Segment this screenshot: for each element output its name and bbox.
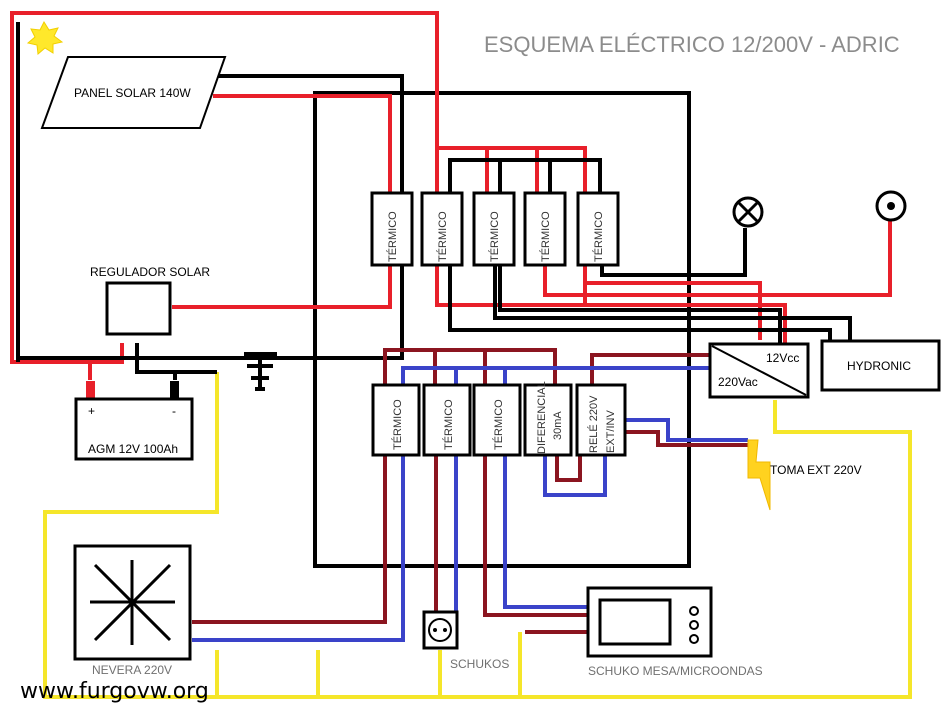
breaker-dc-1: TÉRMICO: [370, 191, 414, 267]
ac-breakers: TÉRMICO TÉRMICO TÉRMICO DIFERENCIAL 30mA…: [371, 381, 627, 457]
breaker-ac-2: TÉRMICO: [422, 383, 472, 457]
breaker-label: TÉRMICO: [386, 211, 399, 262]
breaker-label: TÉRMICO: [539, 211, 552, 262]
sun-icon: [26, 20, 64, 55]
battery-plus: +: [88, 404, 95, 418]
ac-neutral-wires: [192, 366, 748, 642]
fridge-label: NEVERA 220V: [92, 663, 172, 677]
breaker-ac-3: TÉRMICO: [472, 383, 522, 457]
relay-ext-inv: RELÉ 220V EXT/INV: [575, 383, 627, 457]
schuko-socket: SCHUKOS: [422, 610, 509, 671]
breaker-dc-4: TÉRMICO: [523, 191, 567, 267]
battery: + - AGM 12V 100Ah: [74, 381, 194, 461]
breaker-label: TÉRMICO: [442, 399, 455, 450]
differential-label-2: 30mA: [552, 411, 564, 440]
differential-label-1: DIFERENCIAL: [536, 381, 548, 454]
hydronic-label: HYDRONIC: [847, 359, 911, 373]
ac-phase-wires: [192, 348, 748, 634]
hydronic-heater: HYDRONIC: [820, 339, 941, 392]
fridge: NEVERA 220V: [73, 544, 192, 677]
breaker-dc-3: TÉRMICO: [472, 191, 516, 267]
microwave: SCHUKO MESA/MICROONDAS: [586, 586, 763, 678]
solar-regulator: REGULADOR SOLAR: [90, 265, 210, 336]
breaker-dc-2: TÉRMICO: [420, 191, 464, 267]
website-label: www.furgovw.org: [20, 679, 209, 704]
toma-ext-label: TOMA EXT 220V: [770, 463, 862, 477]
ground-symbol: [244, 352, 277, 391]
breaker-label: TÉRMICO: [492, 399, 505, 450]
breaker-label: TÉRMICO: [436, 211, 449, 262]
inverter: 12Vcc 220Vac: [708, 342, 810, 399]
breaker-label: TÉRMICO: [592, 211, 605, 262]
ground-wires: [43, 372, 912, 699]
relay-label-1: RELÉ 220V: [587, 395, 600, 453]
battery-label: AGM 12V 100Ah: [88, 442, 178, 456]
lamp-icon: [732, 196, 764, 228]
negative-wires: [16, 22, 852, 380]
inverter-dc-label: 12Vcc: [766, 351, 799, 365]
differential-breaker: DIFERENCIAL 30mA: [523, 381, 573, 457]
regulator-label: REGULADOR SOLAR: [90, 265, 210, 279]
external-power-inlet: TOMA EXT 220V: [747, 439, 862, 511]
relay-label-2: EXT/INV: [605, 410, 617, 453]
diagram-title: ESQUEMA ELÉCTRICO 12/200V - ADRIC: [484, 32, 900, 57]
battery-minus: -: [172, 404, 176, 418]
schukos-label: SCHUKOS: [450, 657, 509, 671]
breaker-label: TÉRMICO: [391, 399, 404, 450]
breaker-label: TÉRMICO: [488, 211, 501, 262]
solar-panel: PANEL SOLAR 140W: [40, 56, 227, 129]
positive-wires: [10, 11, 892, 380]
microwave-label: SCHUKO MESA/MICROONDAS: [588, 664, 763, 678]
breaker-ac-1: TÉRMICO: [371, 383, 421, 457]
socket-12v-icon: [875, 190, 907, 222]
dc-breakers: TÉRMICO TÉRMICO TÉRMICO TÉRMICO TÉRMICO: [370, 191, 620, 267]
solar-panel-label: PANEL SOLAR 140W: [74, 86, 191, 100]
inverter-ac-label: 220Vac: [718, 375, 758, 389]
breaker-dc-5: TÉRMICO: [576, 191, 620, 267]
